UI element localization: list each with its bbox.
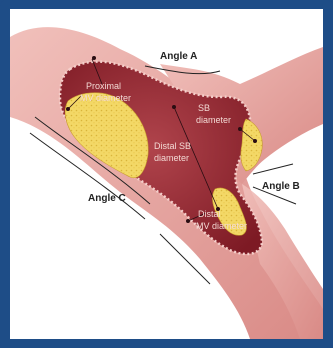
sb-label-line1: SB	[198, 103, 210, 113]
angle-c-label: Angle C	[88, 193, 126, 204]
diagram-panel: Proximal MV diameter SB diameter Distal …	[10, 9, 323, 339]
angle-b-label: Angle B	[262, 181, 300, 192]
bifurcation-diagram: Proximal MV diameter SB diameter Distal …	[10, 9, 323, 339]
distal-sb-label-line2: diameter	[154, 153, 189, 163]
proximal-label-line2: MV diameter	[80, 93, 131, 103]
angle-a-label: Angle A	[160, 51, 197, 62]
distal-mv-label-line2: MV diameter	[196, 221, 247, 231]
distal-sb-label-line1: Distal SB	[154, 141, 191, 151]
proximal-label-line1: Proximal	[86, 81, 121, 91]
sb-label-line2: diameter	[196, 115, 231, 125]
distal-mv-label-line1: Distal	[198, 209, 221, 219]
